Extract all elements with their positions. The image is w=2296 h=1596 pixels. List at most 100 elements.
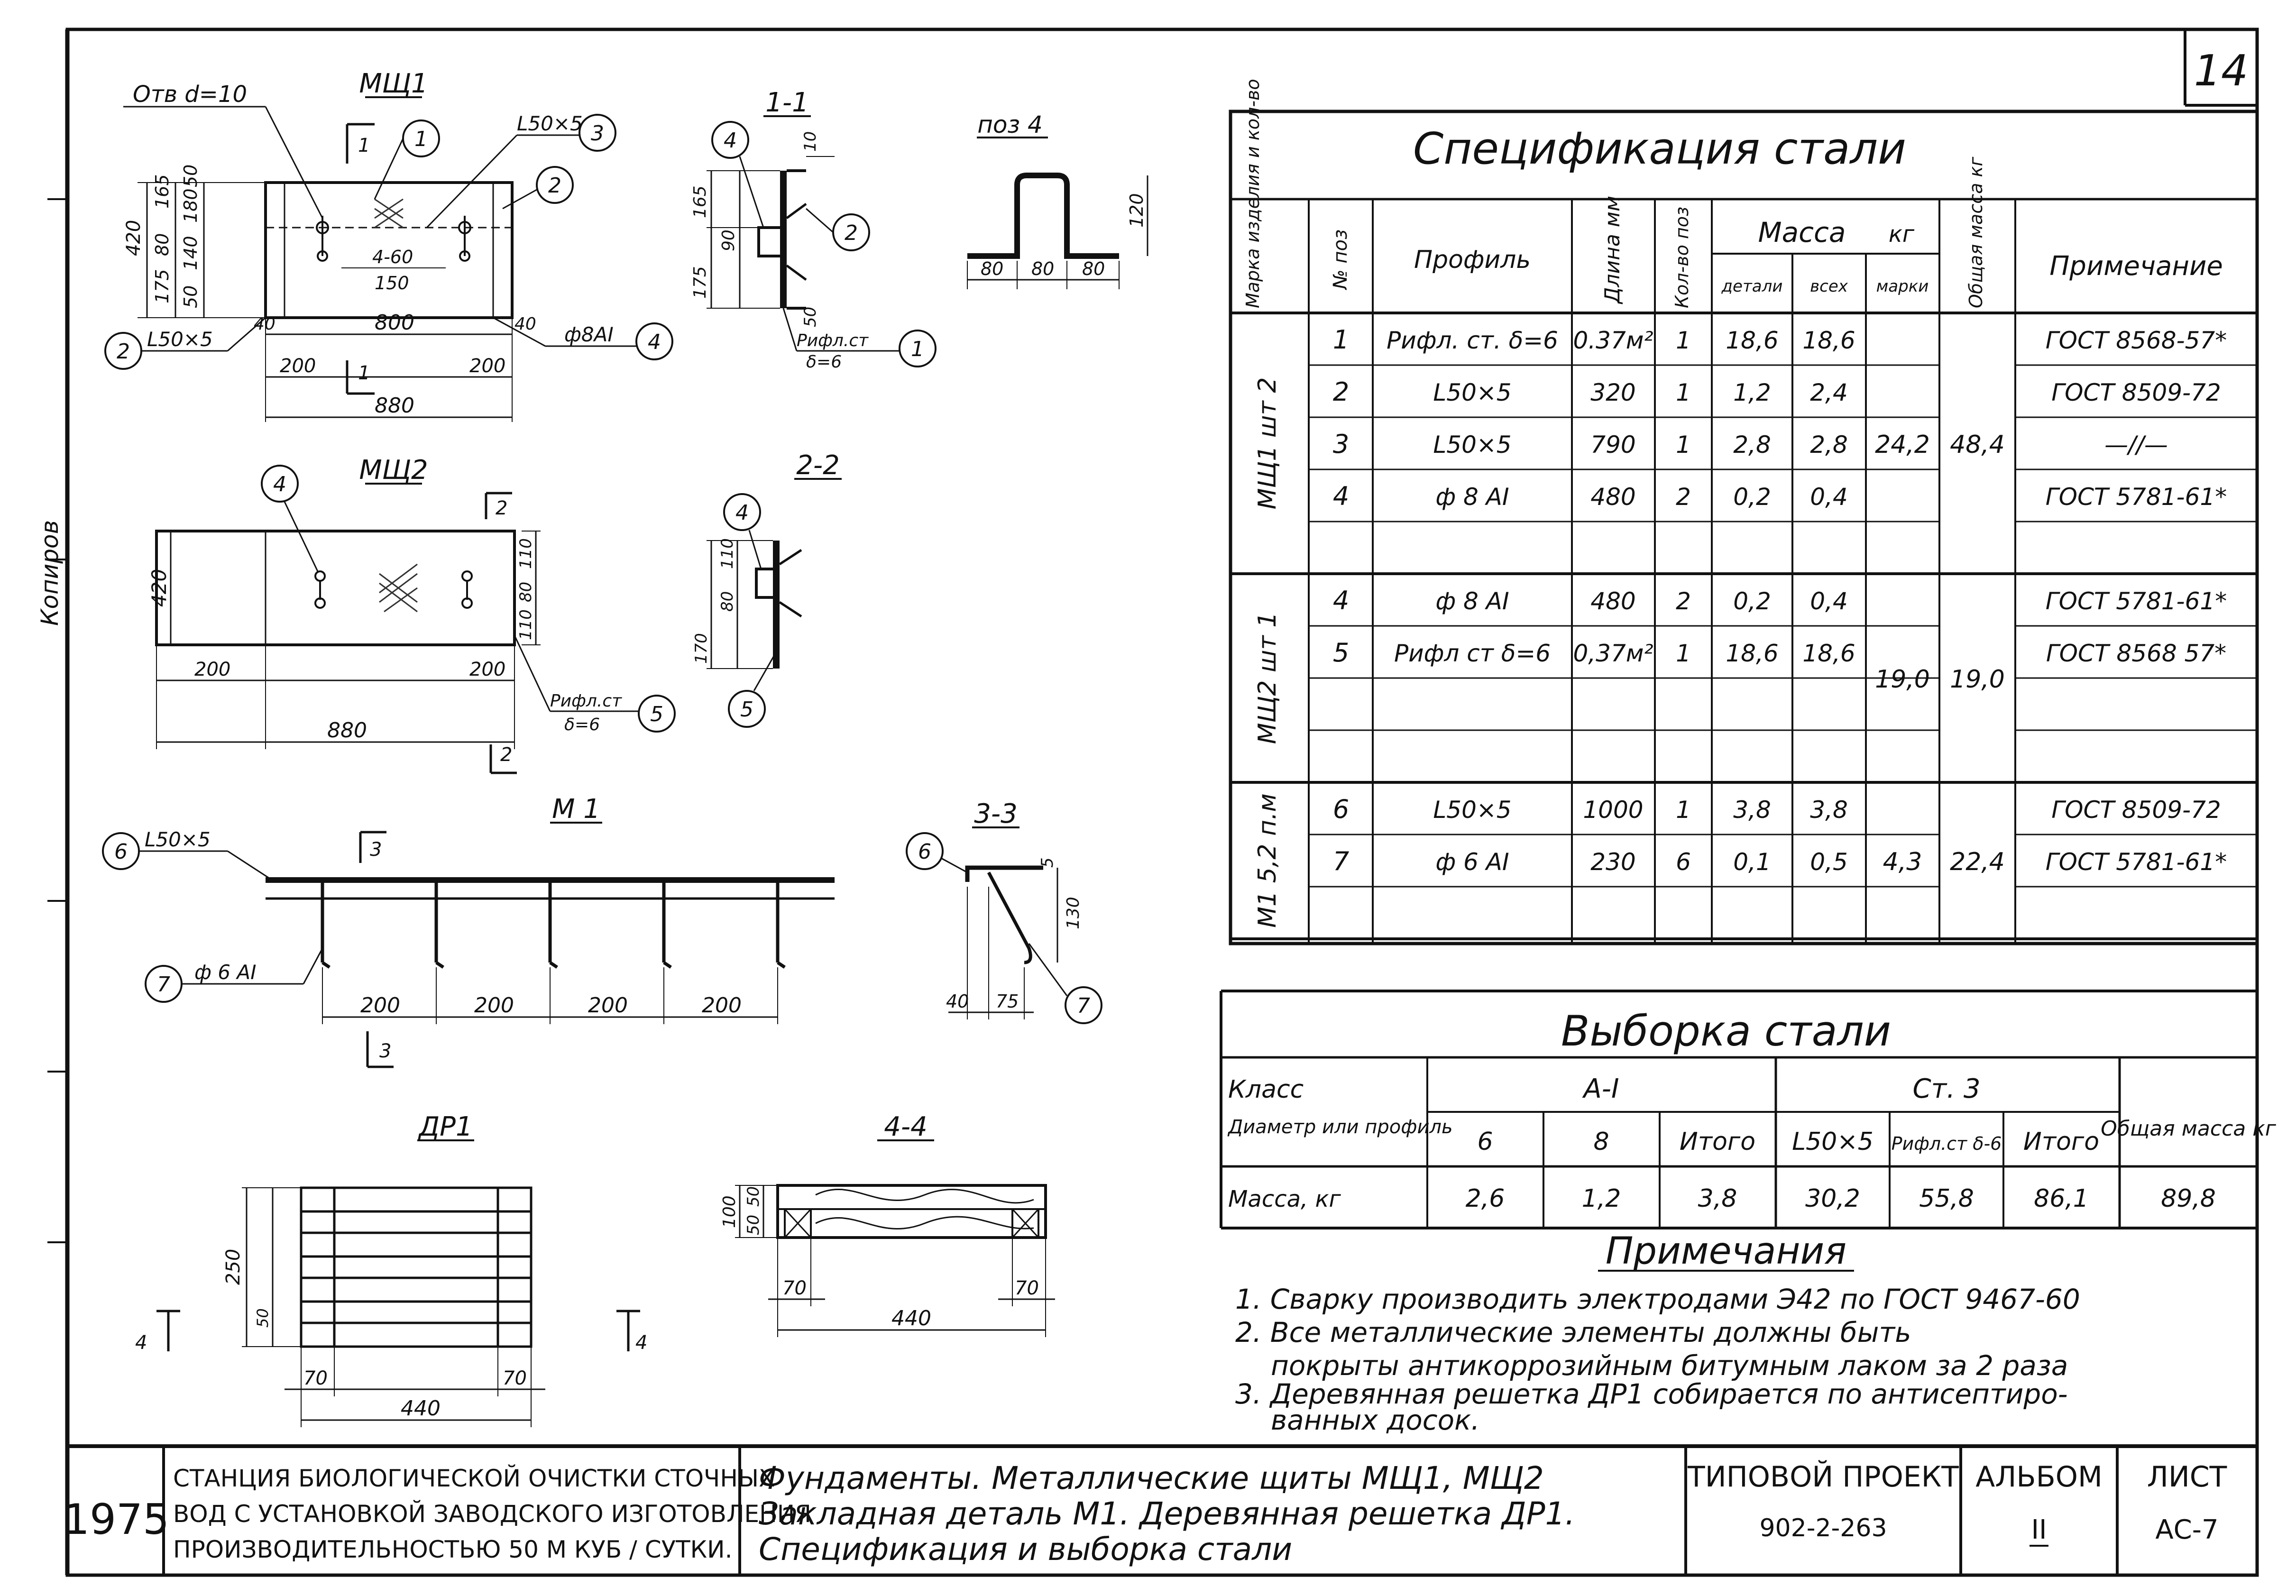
drawing-section-2-2: 2-2 4 5 170 80 110 xyxy=(692,450,842,728)
spec-cell-note: ГОСТ 5781-61* xyxy=(2046,848,2227,876)
mshch2-dim-110b: 110 xyxy=(516,609,535,640)
title-project-label: ТИПОВОЙ ПРОЕКТ xyxy=(1687,1459,1959,1494)
section-2-2-dim-110: 110 xyxy=(718,538,737,569)
spec-header-mass: Масса xyxy=(1758,216,1846,248)
m1-pos-6: 6 xyxy=(114,840,128,864)
mshch2-dim-200b: 200 xyxy=(469,659,505,680)
section-1-1-dim-50: 50 xyxy=(801,307,820,327)
spec-cell-qty: 6 xyxy=(1676,848,1691,876)
mshch1-dim-175: 175 xyxy=(152,269,173,303)
spec-header-length: Длина мм xyxy=(1600,196,1625,304)
selection-total-label: Общая масса кг xyxy=(2101,1117,2277,1141)
title-org-line-1: СТАНЦИЯ БИОЛОГИЧЕСКОЙ ОЧИСТКИ СТОЧНЫХ xyxy=(173,1464,775,1492)
section-1-1-dim-165: 165 xyxy=(690,185,710,218)
notes-line-5: ванных досок. xyxy=(1271,1404,1480,1436)
spec-cell-pos: 5 xyxy=(1333,638,1349,668)
mshch1-angle-top: L50×5 xyxy=(517,112,583,135)
section-1-1-pos-4: 4 xyxy=(724,128,737,153)
selection-col-header: Итого xyxy=(1680,1128,1755,1156)
section-3-3-dim-40: 40 xyxy=(946,991,969,1012)
notes-line-1: 1. Сварку производить электродами Э42 по… xyxy=(1235,1283,2080,1315)
spec-cell-pos: 6 xyxy=(1333,794,1349,824)
spec-cell-all: 0,4 xyxy=(1810,483,1848,511)
mshch2-dim-80: 80 xyxy=(516,582,535,602)
pos4-title: поз 4 xyxy=(977,111,1043,138)
section-2-2-pos-4: 4 xyxy=(735,501,749,525)
section-1-1-pos-2: 2 xyxy=(845,221,858,245)
title-sheet-code: АС-7 xyxy=(2155,1514,2218,1545)
spec-cell-length: 320 xyxy=(1590,379,1635,406)
spec-cell-profile: ф 8 АI xyxy=(1435,587,1509,615)
m1-title: М 1 xyxy=(552,794,600,825)
selection-cell-mass: 3,8 xyxy=(1698,1184,1737,1213)
spec-cell-detail: 2,8 xyxy=(1733,431,1771,459)
selection-diam-label: Диаметр или профиль xyxy=(1227,1116,1453,1138)
mshch1-pos-1: 1 xyxy=(414,127,428,151)
spec-cell-length: 480 xyxy=(1590,483,1635,511)
selection-cell-mass: 30,2 xyxy=(1805,1184,1860,1213)
spec-cell-pos: 4 xyxy=(1333,586,1349,615)
spec-cell-all: 0,4 xyxy=(1810,587,1848,615)
spec-cell-pos: 7 xyxy=(1333,846,1349,876)
section-4-4-title: 4-4 xyxy=(884,1111,927,1142)
title-desc-line-3: Спецификация и выборка стали xyxy=(759,1531,1292,1568)
mshch2-sheet-2: δ=6 xyxy=(564,715,600,734)
spec-cell-note: ГОСТ 8568 57* xyxy=(2046,640,2226,667)
spec-cell-detail: 3,8 xyxy=(1733,796,1771,824)
spec-title: Спецификация стали xyxy=(1413,123,1906,174)
mshch1-pos-2: 2 xyxy=(548,174,561,198)
dr1-title: ДР1 xyxy=(417,1111,472,1142)
mshch1-title: МЩ1 xyxy=(359,68,428,99)
spec-cell-profile: Рифл. ст. δ=6 xyxy=(1387,327,1558,354)
section-3-3-dim-5: 5 xyxy=(1038,857,1057,868)
spec-cell-profile: L50×5 xyxy=(1433,431,1511,459)
selection-st3: Ст. 3 xyxy=(1913,1073,1981,1104)
spec-cell-detail: 18,6 xyxy=(1726,327,1778,354)
mshch1-dim-50a: 50 xyxy=(180,285,201,308)
mshch2-pos-4: 4 xyxy=(273,472,286,496)
mshch1-angle-bottom: L50×5 xyxy=(147,328,213,351)
section-4-4-dim-70a: 70 xyxy=(782,1277,807,1299)
spec-header-qty: Кол-во поз xyxy=(1671,207,1692,308)
section-1-1-dim-10: 10 xyxy=(801,131,820,152)
spec-header-mark: Марка изделия и кол-во xyxy=(1242,79,1263,308)
mshch1-dim-40b: 40 xyxy=(514,314,536,334)
section-2-2-dim-170: 170 xyxy=(692,633,711,664)
spec-group-mass-mark: 4,3 xyxy=(1883,848,1922,876)
m1-dim-200d: 200 xyxy=(702,993,742,1018)
section-2-2-title: 2-2 xyxy=(796,450,839,481)
selection-mass-label: Масса, кг xyxy=(1228,1186,1341,1212)
dr1-section-mark-left: 4 xyxy=(135,1332,147,1354)
spec-cell-note: ГОСТ 5781-61* xyxy=(2046,483,2227,511)
spec-cell-all: 2,4 xyxy=(1810,379,1848,406)
spec-header-mass-unit: кг xyxy=(1889,221,1915,248)
section-1-1-title: 1-1 xyxy=(765,87,808,118)
selection-table: Выборка стали Класс Диаметр или профиль … xyxy=(1220,990,2277,1229)
spec-cell-pos: 2 xyxy=(1333,377,1349,407)
drawing-section-1-1: 1-1 4 2 1 Рифл.ст δ=6 165 90 175 10 50 xyxy=(690,87,937,372)
spec-cell-qty: 1 xyxy=(1676,379,1691,406)
spec-header-pos: № поз xyxy=(1330,229,1351,290)
section-3-3-dim-130: 130 xyxy=(1064,897,1083,929)
drawing-mshch2: МЩ2 4 2 2 420 110 80 110 xyxy=(147,455,676,774)
dr1-dim-70a: 70 xyxy=(303,1367,328,1389)
notes-line-4: 3. Деревянная решетка ДР1 собирается по … xyxy=(1235,1378,2068,1410)
spec-group-total: 22,4 xyxy=(1950,848,2005,876)
title-album-label: АЛЬБОМ xyxy=(1975,1460,2102,1494)
section-3-3-dim-75: 75 xyxy=(996,991,1019,1012)
selection-col-header: 8 xyxy=(1593,1128,1609,1156)
spec-header-total: Общая масса кг xyxy=(1965,156,1986,308)
spec-cell-detail: 18,6 xyxy=(1726,640,1778,667)
mshch1-dim-180: 180 xyxy=(180,188,201,223)
dr1-dim-70b: 70 xyxy=(503,1367,527,1389)
spec-group-mass-mark: 19,0 xyxy=(1875,665,1930,694)
mshch2-pos-5: 5 xyxy=(650,702,663,726)
mshch2-dim-420: 420 xyxy=(147,569,171,607)
selection-cell-mass: 55,8 xyxy=(1919,1184,1974,1213)
drawing-dr1: ДР1 250 50 4 4 70 440 70 xyxy=(135,1111,647,1427)
title-sheet-label: ЛИСТ xyxy=(2147,1460,2227,1494)
sheet-number: 14 xyxy=(2194,46,2249,96)
section-4-4-dim-100: 100 xyxy=(720,1195,739,1228)
m1-angle-label: L50×5 xyxy=(145,828,211,851)
